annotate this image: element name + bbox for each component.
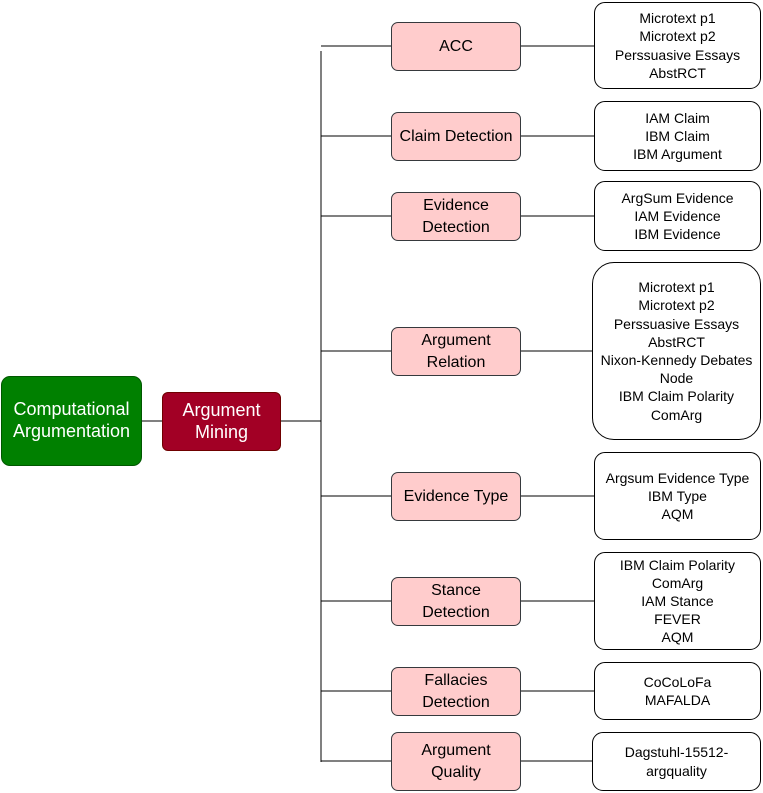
dataset-box-fallacies-detection: CoCoLoFa MAFALDA <box>594 662 761 720</box>
dataset-box-claim-detection: IAM Claim IBM Claim IBM Argument <box>594 101 761 171</box>
task-node-argument-quality: Argument Quality <box>391 732 521 791</box>
dataset-box-argument-relation: Microtext p1 Microtext p2 Perssuasive Es… <box>592 262 761 440</box>
dataset-box-argument-quality: Dagstuhl-15512- argquality <box>592 732 761 791</box>
dataset-box-stance-detection: IBM Claim Polarity ComArg IAM Stance FEV… <box>594 552 761 650</box>
root-node-computational-argumentation: Computational Argumentation <box>1 376 142 466</box>
dataset-box-acc: Microtext p1 Microtext p2 Perssuasive Es… <box>594 2 761 89</box>
task-node-claim-detection: Claim Detection <box>391 112 521 161</box>
task-node-argument-relation: Argument Relation <box>391 327 521 376</box>
task-node-evidence-detection: Evidence Detection <box>391 192 521 241</box>
task-node-evidence-type: Evidence Type <box>391 472 521 521</box>
dataset-box-evidence-type: Argsum Evidence Type IBM Type AQM <box>594 452 761 540</box>
task-node-fallacies-detection: Fallacies Detection <box>391 667 521 716</box>
branch-node-argument-mining: Argument Mining <box>162 392 281 451</box>
dataset-box-evidence-detection: ArgSum Evidence IAM Evidence IBM Evidenc… <box>594 181 761 251</box>
task-node-stance-detection: Stance Detection <box>391 577 521 626</box>
task-node-acc: ACC <box>391 22 521 71</box>
